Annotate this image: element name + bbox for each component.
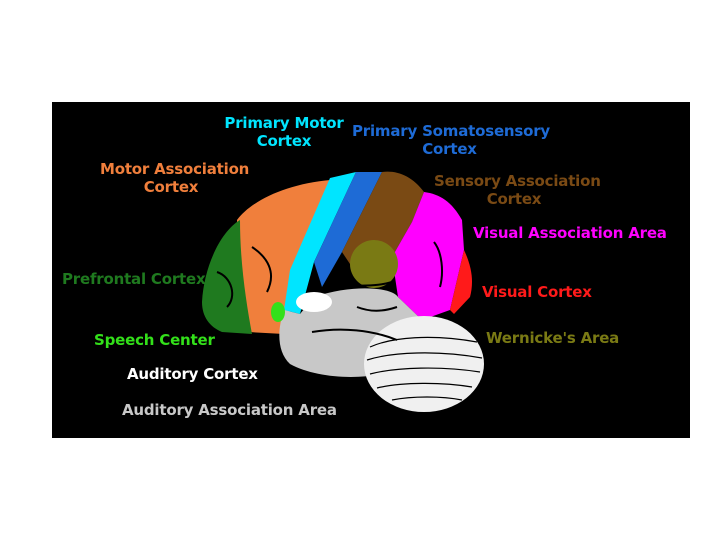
primary-somatosensory-region bbox=[314, 172, 382, 287]
visual-region bbox=[450, 250, 472, 314]
label-prefrontal: Prefrontal Cortex bbox=[62, 270, 206, 288]
label-primary-motor: Primary Motor Cortex bbox=[224, 114, 344, 150]
label-visual-association: Visual Association Area bbox=[473, 224, 667, 242]
diagram-panel: Primary Motor Cortex Primary Somatosenso… bbox=[52, 102, 690, 438]
label-auditory-association: Auditory Association Area bbox=[122, 401, 337, 419]
label-motor-association: Motor Association Cortex bbox=[100, 160, 250, 196]
speech-region bbox=[271, 302, 285, 322]
cerebellum-texture bbox=[366, 336, 483, 401]
auditory-region bbox=[296, 292, 332, 312]
label-primary-somatosensory: Primary Somatosensory Cortex bbox=[352, 122, 551, 158]
label-auditory: Auditory Cortex bbox=[127, 365, 258, 383]
label-wernicke: Wernicke's Area bbox=[486, 329, 620, 347]
visual-association-region bbox=[392, 192, 464, 320]
primary-motor-region bbox=[284, 172, 356, 314]
label-sensory-association: Sensory Association Cortex bbox=[434, 172, 601, 208]
sulci-lines bbox=[216, 241, 443, 341]
prefrontal-region bbox=[202, 220, 252, 334]
brain-diagram bbox=[202, 171, 484, 412]
wernicke-region bbox=[350, 240, 398, 288]
label-speech: Speech Center bbox=[94, 331, 215, 349]
label-visual: Visual Cortex bbox=[482, 283, 592, 301]
